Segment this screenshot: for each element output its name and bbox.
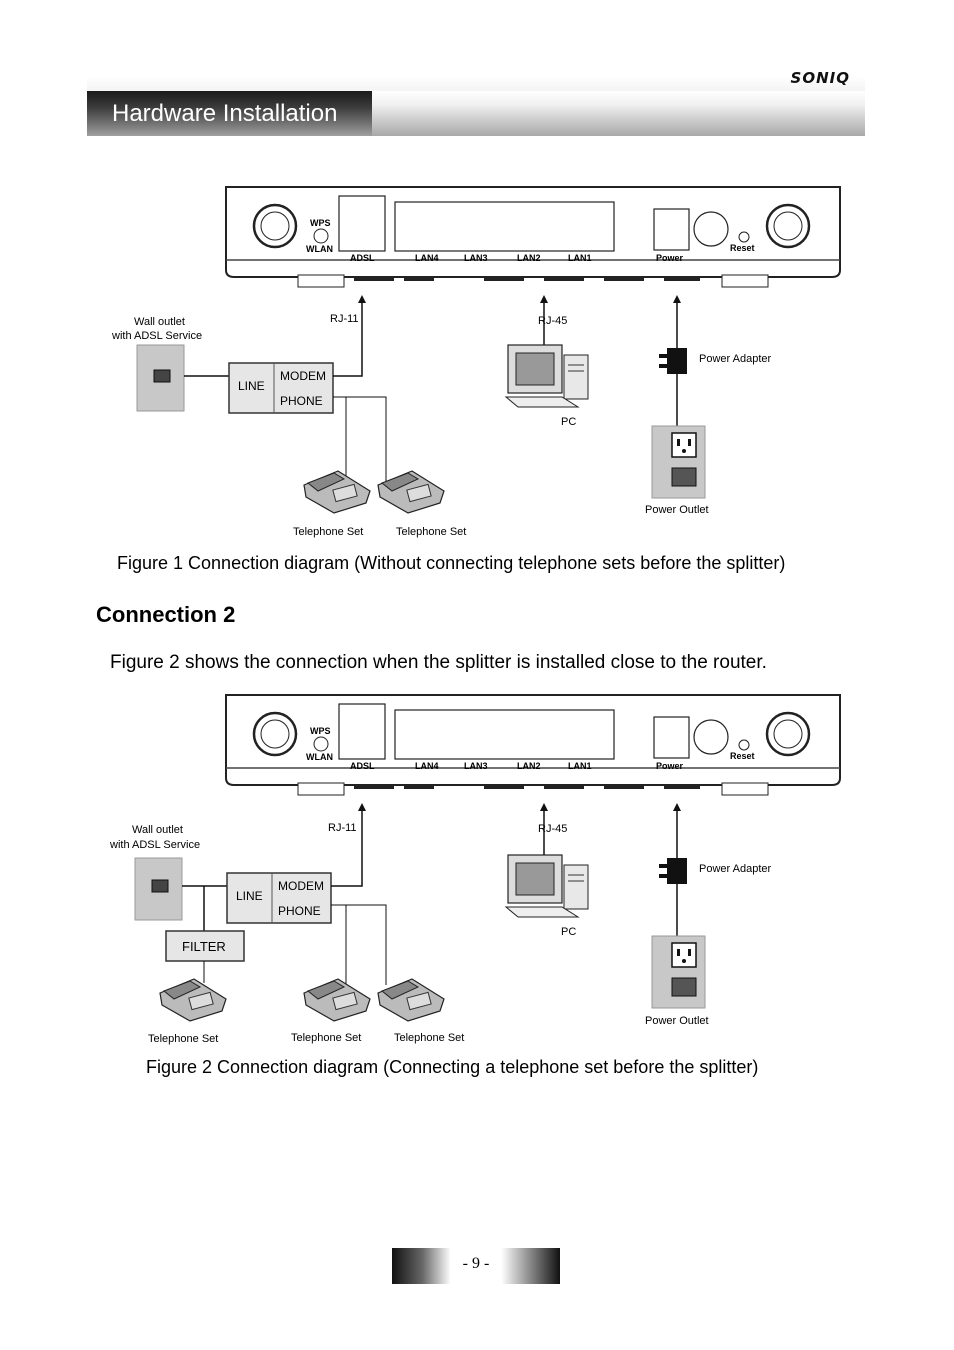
power-outlet-icon (651, 935, 706, 1009)
rj45-label: RJ-45 (538, 315, 567, 327)
rj11-label: RJ-11 (328, 822, 357, 834)
port-power: Power (656, 253, 684, 263)
rj45-label: RJ-45 (538, 823, 567, 835)
power-adapter-label: Power Adapter (699, 863, 771, 875)
telephone-set-icon (159, 978, 227, 1022)
telephone-set-icon (303, 470, 371, 514)
phone-label: PHONE (280, 394, 323, 408)
telephone-set-icon (303, 978, 371, 1022)
pc-label: PC (561, 926, 576, 938)
wlan-label: WLAN (306, 244, 333, 254)
page-number: - 9 - (462, 1255, 490, 1272)
wlan-label: WLAN (306, 752, 333, 762)
port-adsl: ADSL (350, 253, 375, 263)
wall-outlet-label-2: with ADSL Service (109, 839, 200, 851)
power-adapter-icon (659, 858, 687, 884)
header-topline (87, 76, 865, 91)
line-label: LINE (236, 889, 263, 903)
telephone-set-icon (377, 978, 445, 1022)
figure-1-diagram: WPS WLAN ADSL LAN4 LAN3 LAN2 LAN1 Power … (108, 175, 844, 540)
filter-label: FILTER (182, 939, 226, 954)
phone-label: PHONE (278, 904, 321, 918)
rj11-label: RJ-11 (330, 313, 359, 325)
port-lan1: LAN1 (568, 761, 592, 771)
port-power: Power (656, 761, 684, 771)
router-illustration: WPS WLAN ADSL LAN4 LAN3 LAN2 LAN1 Power … (225, 186, 841, 288)
port-lan4: LAN4 (415, 253, 439, 263)
power-outlet-label: Power Outlet (645, 504, 709, 516)
port-lan3: LAN3 (464, 761, 488, 771)
power-adapter-label: Power Adapter (699, 353, 771, 365)
router-illustration: WPS WLAN ADSL LAN4 LAN3 LAN2 LAN1 Power … (225, 694, 841, 796)
pc-icon (504, 344, 589, 408)
line-label: LINE (238, 379, 265, 393)
figure-2-caption: Figure 2 Connection diagram (Connecting … (146, 1057, 759, 1077)
modem-label: MODEM (278, 879, 324, 893)
telephone-set-label: Telephone Set (291, 1032, 361, 1044)
brand-logo: SONIQ (790, 69, 850, 87)
header-tab (87, 91, 372, 136)
port-lan3: LAN3 (464, 253, 488, 263)
section-paragraph: Figure 2 shows the connection when the s… (110, 652, 767, 673)
port-adsl: ADSL (350, 761, 375, 771)
reset-label: Reset (730, 243, 755, 253)
wps-label: WPS (310, 218, 331, 228)
pc-label: PC (561, 416, 576, 428)
power-outlet-icon (651, 425, 706, 499)
telephone-set-icon (377, 470, 445, 514)
power-adapter-icon (659, 348, 687, 374)
port-lan4: LAN4 (415, 761, 439, 771)
port-lan2: LAN2 (517, 253, 541, 263)
wall-outlet-label: Wall outlet (132, 824, 183, 836)
telephone-set-label: Telephone Set (148, 1033, 218, 1045)
telephone-set-label: Telephone Set (293, 526, 363, 538)
wall-outlet-label: Wall outlet (134, 316, 185, 328)
page-title: Hardware Installation (112, 100, 338, 127)
power-outlet-label: Power Outlet (645, 1015, 709, 1027)
section-heading: Connection 2 (96, 602, 236, 627)
figure-1-caption: Figure 1 Connection diagram (Without con… (117, 553, 786, 573)
footer-bar (392, 1248, 560, 1284)
pc-icon (504, 854, 589, 918)
telephone-set-label: Telephone Set (394, 1032, 464, 1044)
port-lan2: LAN2 (517, 761, 541, 771)
wall-outlet-label-2: with ADSL Service (111, 330, 202, 342)
wps-label: WPS (310, 726, 331, 736)
reset-label: Reset (730, 751, 755, 761)
port-lan1: LAN1 (568, 253, 592, 263)
figure-2-diagram: WPS WLAN ADSL LAN4 LAN3 LAN2 LAN1 Power … (108, 683, 844, 1048)
modem-label: MODEM (280, 369, 326, 383)
telephone-set-label: Telephone Set (396, 526, 466, 538)
